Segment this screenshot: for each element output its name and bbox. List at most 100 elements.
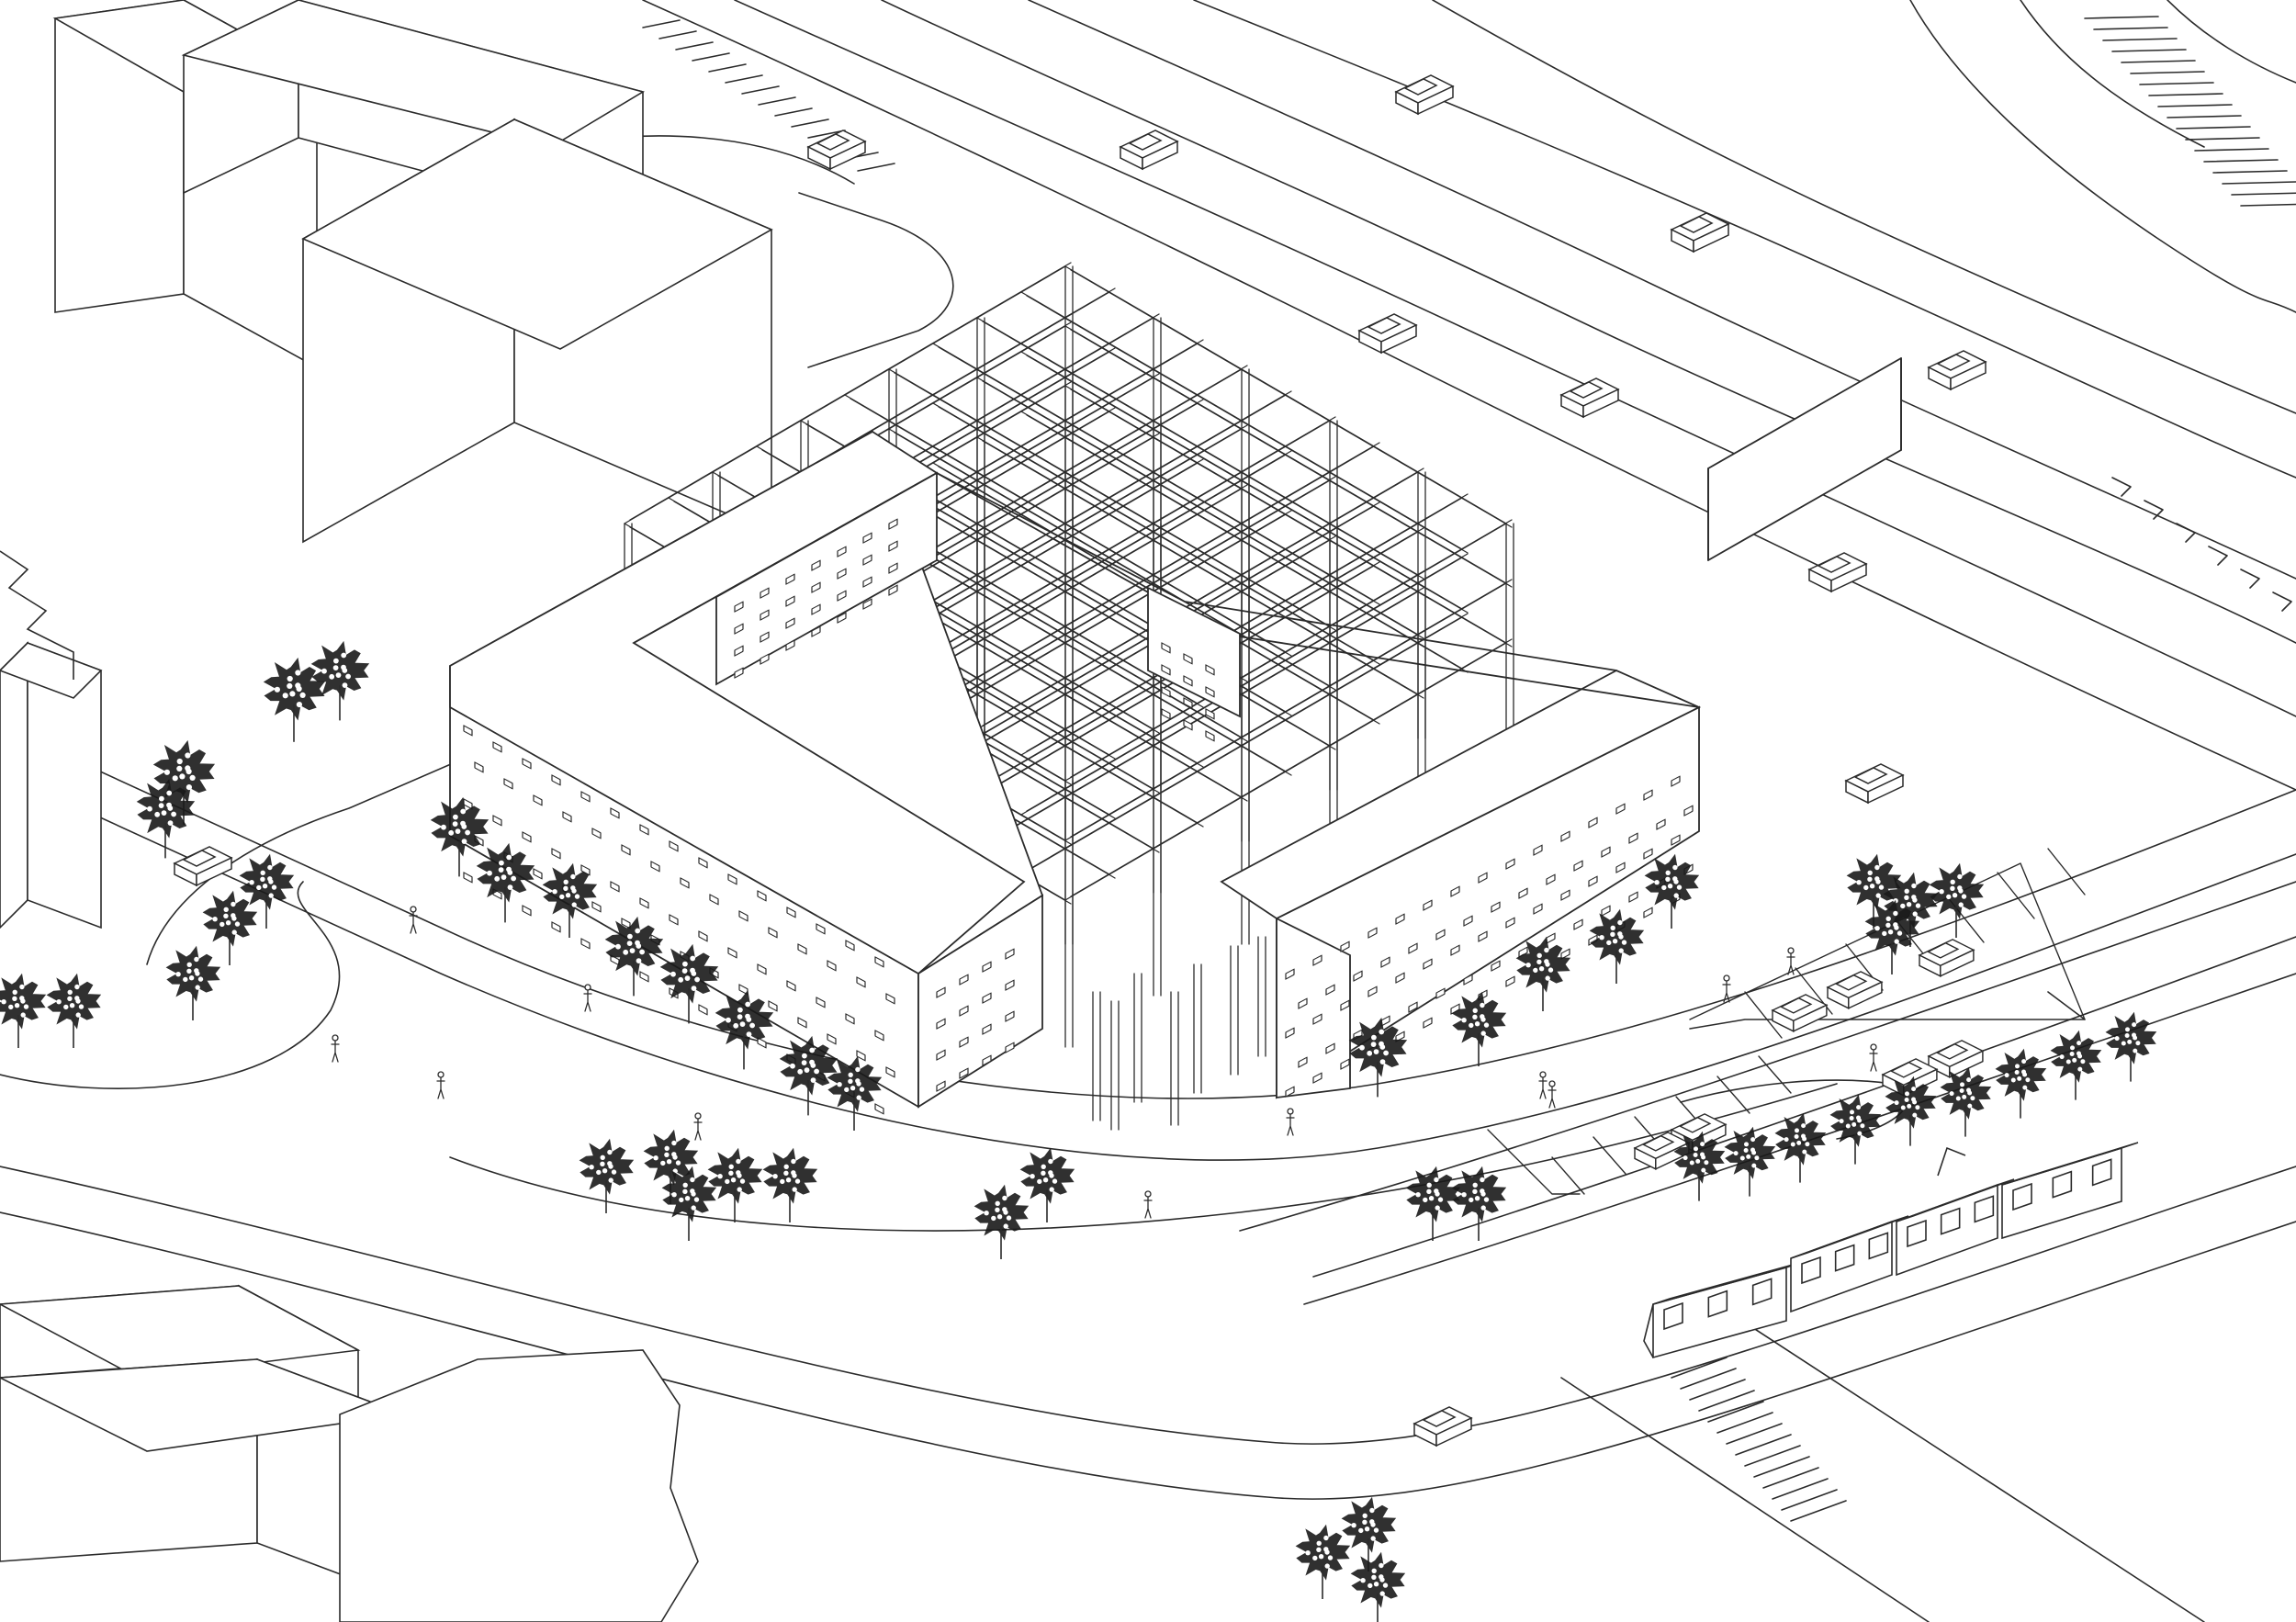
tree-leaf-gap <box>2059 1054 2065 1060</box>
tree-leaf-gap <box>682 1188 688 1195</box>
tree-leaf-gap <box>1949 1091 1954 1097</box>
tree-leaf-gap <box>1911 883 1917 889</box>
tree-leaf-gap <box>1367 1050 1373 1056</box>
tree-leaf-gap <box>736 1158 741 1165</box>
tree-leaf-gap <box>219 921 225 928</box>
tree-leaf-gap <box>1373 1049 1379 1054</box>
tree <box>827 1055 883 1131</box>
tree-leaf-gap <box>1957 885 1963 891</box>
tree-leaf-gap <box>167 820 174 826</box>
tree-leaf-gap <box>1882 930 1887 937</box>
window <box>1005 1010 1015 1022</box>
road-line <box>449 1083 1838 1232</box>
window <box>837 546 847 558</box>
window <box>888 518 898 530</box>
tree-leaf-gap <box>746 1031 752 1037</box>
tree-leaf-gap <box>664 1152 670 1158</box>
tree-leaf-gap <box>1379 1059 1386 1064</box>
tree-leaf-gap <box>2010 1077 2016 1083</box>
tree-leaf-gap <box>296 702 302 708</box>
pedestrian <box>1143 1190 1153 1219</box>
window <box>1312 954 1322 966</box>
window <box>888 584 898 596</box>
tree-leaf-gap <box>465 829 470 836</box>
tree-leaf-gap <box>717 1174 723 1179</box>
window <box>580 791 591 803</box>
road-hatch <box>2194 148 2269 152</box>
tree-leaf-gap <box>2077 1051 2081 1056</box>
tree-leaf-gap <box>1610 925 1615 930</box>
tree-leaf-gap <box>1739 1155 1745 1161</box>
tree-leaf-gap <box>2114 1036 2120 1042</box>
tree-leaf-gap <box>1316 1547 1322 1553</box>
car-windshield <box>1403 78 1438 96</box>
window <box>1353 970 1363 982</box>
tree-leaf-gap <box>67 989 73 996</box>
tree-leaf-gap <box>809 1059 815 1065</box>
tree-leaf-gap <box>848 1072 853 1078</box>
window <box>959 1005 969 1017</box>
car-front <box>829 140 866 171</box>
tree-leaf-gap <box>607 1149 613 1155</box>
car-windshield <box>1935 1042 1969 1060</box>
tree-leaf-gap <box>1383 1050 1389 1056</box>
tree-leaf-gap <box>74 996 80 1001</box>
crosswalk-stripe <box>1762 1467 1819 1489</box>
road-hatch <box>2222 181 2296 185</box>
road-line <box>1193 0 2296 479</box>
tree-leaf-gap <box>1480 1031 1486 1036</box>
pedestrian <box>331 1034 340 1063</box>
window <box>786 980 796 992</box>
window <box>1656 818 1666 830</box>
window <box>680 877 690 889</box>
highway-sign-gantry <box>1707 357 1902 561</box>
tree-leaf-gap <box>1 999 6 1005</box>
tree-leaf-gap <box>1480 1014 1485 1019</box>
window <box>580 938 591 950</box>
tree <box>1885 1076 1937 1146</box>
tree-leaf-gap <box>225 920 231 926</box>
car-front <box>1435 1416 1472 1447</box>
tree-leaf-gap <box>1912 911 1918 917</box>
tree-leaf-gap <box>1042 1177 1049 1183</box>
tree-leaf-gap <box>1423 1197 1428 1203</box>
tree-leaf-gap <box>1434 1177 1439 1183</box>
window <box>797 1017 807 1029</box>
pedestrian <box>436 1071 445 1099</box>
tree-leaf-gap <box>19 996 25 1001</box>
irregular-building <box>339 1349 699 1622</box>
tree-leaf-gap <box>1318 1554 1324 1560</box>
tree-leaf-gap <box>1324 1563 1330 1569</box>
facade-windows <box>463 518 1694 1115</box>
tree-leaf-gap <box>1544 959 1549 964</box>
window <box>1560 948 1570 960</box>
tree-leaf-gap <box>693 1197 700 1202</box>
car <box>1927 1040 1985 1078</box>
tree-leaf-gap <box>271 884 277 890</box>
window <box>1325 984 1335 996</box>
road-hatch <box>807 130 846 139</box>
window <box>1601 905 1611 917</box>
road-line <box>1312 936 2296 1278</box>
window <box>1205 686 1215 698</box>
tree-leaf-gap <box>19 984 25 990</box>
tree-leaf-gap <box>1733 1151 1739 1156</box>
tree-leaf-gap <box>1795 1128 1799 1133</box>
road-hatch <box>2130 71 2205 74</box>
window <box>1491 960 1501 972</box>
tree-leaf-gap <box>1665 876 1671 882</box>
block-lower-left-2 <box>0 1357 405 1600</box>
tree-leaf-gap <box>2124 1033 2130 1038</box>
tree-leaf-gap <box>629 948 636 953</box>
tram-window <box>1834 1244 1855 1272</box>
tree-leaf-gap <box>455 828 461 834</box>
tree-leaf-gap <box>299 692 306 699</box>
tree-leaf-gap <box>1041 1170 1046 1177</box>
pedestrian-body <box>583 989 592 1012</box>
tram-window <box>1868 1232 1889 1260</box>
tree-leaf-gap <box>615 943 621 950</box>
tree-leaf-gap <box>565 893 571 898</box>
tree-leaf-gap <box>1875 893 1881 898</box>
window <box>982 1023 992 1035</box>
